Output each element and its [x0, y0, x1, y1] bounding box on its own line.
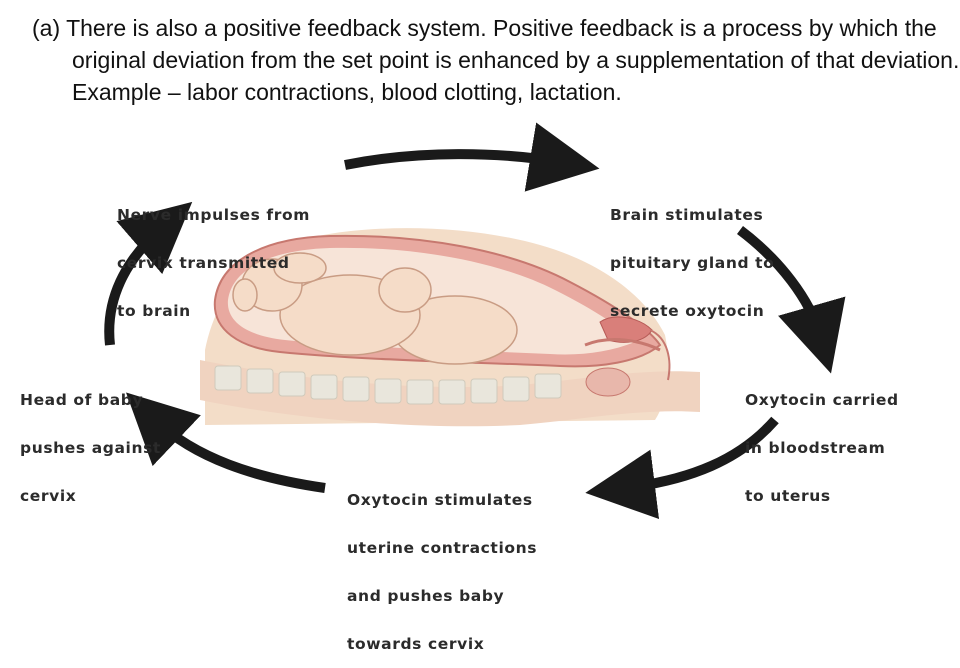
cervix-and-organs [584, 316, 671, 397]
pregnancy-illustration [200, 228, 700, 427]
slide-paragraph: (a) There is also a positive feedback sy… [32, 15, 960, 105]
label-head-of-baby: Head of baby pushes against cervix [20, 391, 161, 505]
arrow-top [344, 122, 600, 192]
label-brain-stimulates: Brain stimulates pituitary gland to secr… [610, 206, 775, 320]
arrow-left-upper [104, 201, 193, 346]
arrow-bottom-left [125, 392, 326, 493]
label-oxytocin-carried: Oxytocin carried in bloodstream to uteru… [745, 391, 899, 505]
arrow-right-upper [736, 226, 846, 374]
label-nerve-impulses: Nerve impulses from cervix transmitted t… [117, 206, 310, 320]
cycle-arrows [104, 122, 846, 520]
feedback-cycle-diagram [104, 122, 846, 520]
label-oxytocin-stimulates: Oxytocin stimulates uterine contractions… [347, 491, 538, 653]
arrow-right-lower [585, 416, 779, 520]
baby-figure [232, 252, 518, 365]
spine-vertebrae [214, 365, 562, 405]
